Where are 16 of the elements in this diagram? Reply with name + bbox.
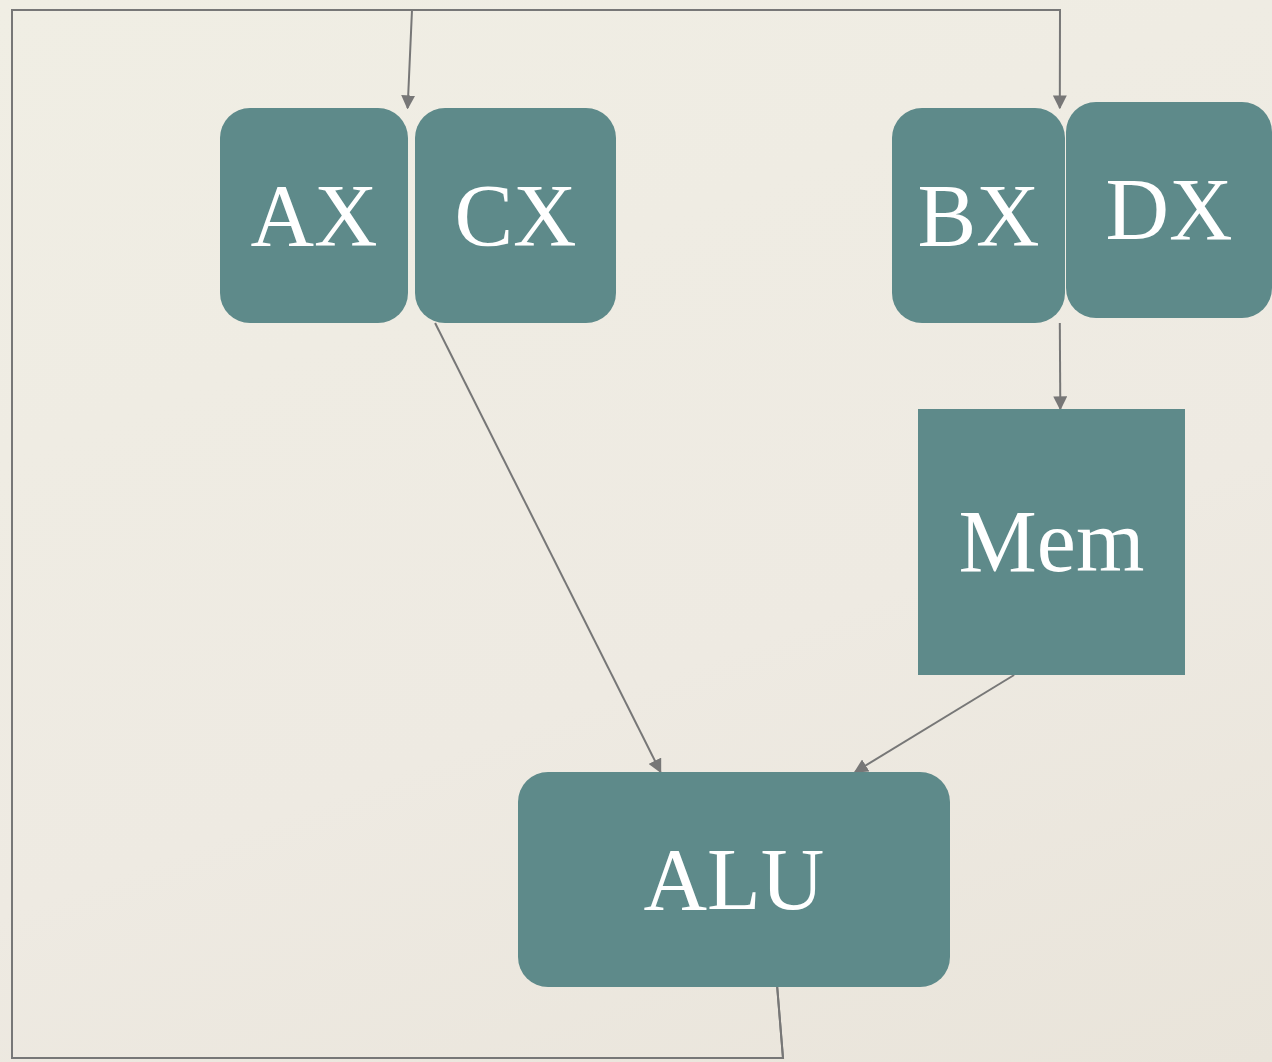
- arrow: [11, 9, 1067, 1059]
- register-box: [892, 108, 1065, 323]
- arrow: [434, 322, 662, 774]
- arrow: [853, 674, 1016, 773]
- node-label: BX: [917, 171, 1040, 260]
- node-label: Mem: [958, 498, 1145, 586]
- node-label: ALU: [643, 835, 825, 924]
- node-label: CX: [454, 171, 577, 260]
- register-box: [1066, 102, 1272, 318]
- node-label: DX: [1105, 166, 1233, 254]
- arrow: [1053, 322, 1068, 411]
- register-box: [415, 108, 616, 323]
- register-box: [220, 108, 408, 323]
- register-box: [518, 772, 950, 987]
- node-label: AX: [250, 171, 378, 260]
- register-box: [918, 409, 1185, 675]
